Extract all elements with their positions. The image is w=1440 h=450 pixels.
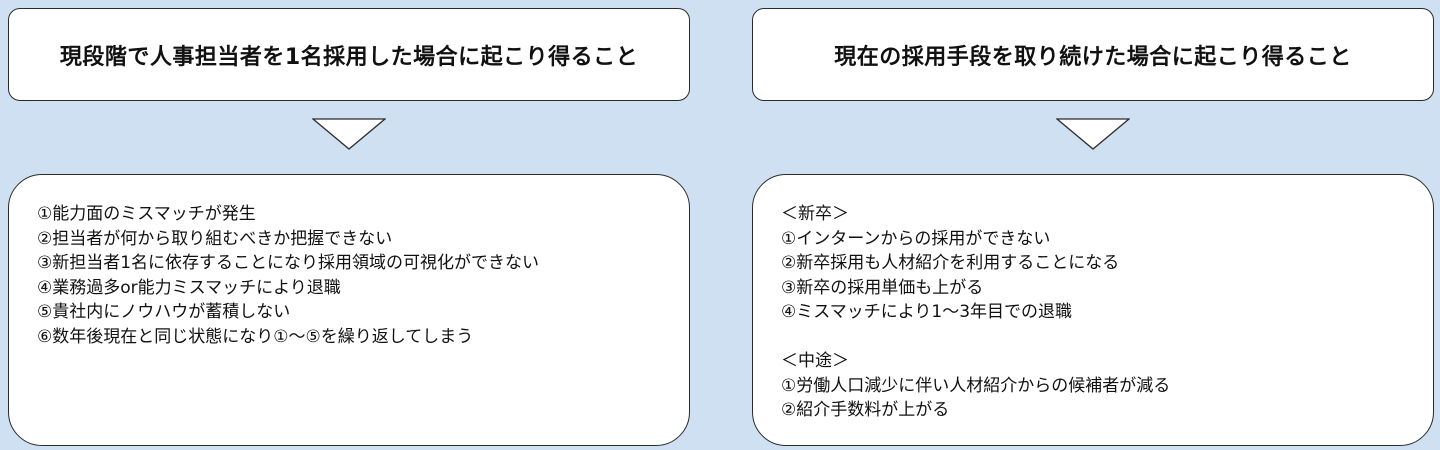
right-column: 現在の採用手段を取り続けた場合に起こり得ること ＜新卒＞ ①インターンからの採用…	[752, 0, 1436, 450]
left-title: 現段階で人事担当者を1名採用した場合に起こり得ること	[59, 44, 639, 70]
left-column: 現段階で人事担当者を1名採用した場合に起こり得ること ①能力面のミスマッチが発生…	[8, 0, 692, 450]
left-item-5: ⑤貴社内にノウハウが蓄積しない	[37, 302, 291, 322]
right-content-box: ＜新卒＞ ①インターンからの採用ができない ②新卒採用も人材紹介を利用することに…	[752, 174, 1434, 446]
left-item-1: ①能力面のミスマッチが発生	[37, 204, 256, 224]
mid-career-heading: ＜中途＞	[781, 351, 849, 371]
left-item-6: ⑥数年後現在と同じ状態になり①〜⑤を繰り返してしまう	[37, 326, 474, 347]
right-title: 現在の採用手段を取り続けた場合に起こり得ること	[834, 44, 1352, 70]
left-item-3: ③新担当者1名に依存することになり採用領域の可視化ができない	[37, 253, 540, 273]
right-down-arrow	[1056, 118, 1130, 150]
new-grad-item-3: ③新卒の採用単価も上がる	[781, 277, 984, 298]
left-content-box: ①能力面のミスマッチが発生 ②担当者が何から取り組むべきか把握できない ③新担当…	[8, 174, 690, 446]
left-item-2: ②担当者が何から取り組むべきか把握できない	[37, 228, 393, 249]
mid-career-item-1: ①労働人口減少に伴い人材紹介からの候補者が減る	[781, 375, 1171, 396]
right-arrow-triangle	[1056, 118, 1130, 150]
new-grad-item-1: ①インターンからの採用ができない	[781, 228, 1051, 249]
right-title-box: 現在の採用手段を取り続けた場合に起こり得ること	[752, 8, 1434, 101]
section-spacer	[781, 325, 1433, 350]
left-arrow-triangle	[312, 118, 386, 150]
left-item-4: ④業務過多or能力ミスマッチにより退職	[37, 277, 341, 298]
left-title-box: 現段階で人事担当者を1名採用した場合に起こり得ること	[8, 8, 690, 101]
left-down-arrow	[312, 118, 386, 150]
new-grad-item-2: ②新卒採用も人材紹介を利用することになる	[781, 253, 1120, 273]
mid-career-item-2: ②紹介手数料が上がる	[781, 400, 950, 420]
new-grad-item-4: ④ミスマッチにより1〜3年目での退職	[781, 302, 1073, 322]
new-grad-heading: ＜新卒＞	[781, 204, 849, 224]
